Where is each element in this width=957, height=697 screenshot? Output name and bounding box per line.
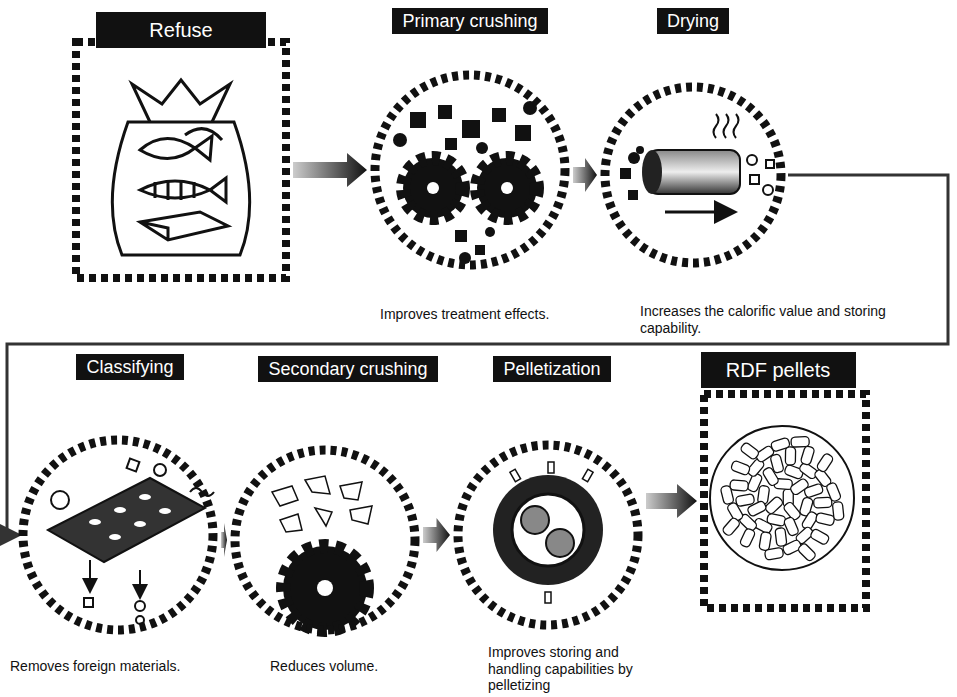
stage-circle: Secondary crushingReduces volume. [230,445,420,635]
stage-circle: ClassifyingRemoves foreign materials. [18,435,218,635]
refuse-bag [112,80,249,255]
secondary-crusher [272,476,372,630]
process-arrow [221,523,227,557]
crusher-gears [393,101,537,264]
stage-heading: Classifying [76,354,183,380]
stage-heading: Secondary crushing [258,356,437,382]
stage-heading: Pelletization [493,356,610,382]
stage-heading: Refuse [96,12,266,48]
stage-description: Improves storing and handling capabiliti… [488,644,653,694]
stage-outline [453,440,643,630]
rotary-dryer [620,114,774,212]
stage-outline [230,445,420,635]
process-arrow [293,153,367,187]
stage-frame: RDF pellets [700,390,870,612]
stage-heading: Primary crushing [392,8,547,34]
stage-circle: Primary crushingImproves treatment effec… [370,70,570,270]
stage-outline [600,82,786,268]
stage-outline [370,70,570,270]
stage-outline [700,390,870,612]
stage-description: Removes foreign materials. [10,658,230,675]
process-arrow [646,484,697,518]
stage-frame: Refuse [72,38,290,282]
stage-description: Reduces volume. [270,658,430,675]
stage-description: Increases the calorific value and storin… [640,303,940,336]
stage-heading: RDF pellets [701,352,856,388]
stage-heading: Drying [657,8,729,34]
stage-circle: DryingIncreases the calorific value and … [600,82,786,268]
process-arrow [573,158,597,192]
pellet-die [493,462,603,603]
stage-description: Improves treatment effects. [380,306,600,323]
rdf-pellets-pile [710,426,854,570]
stage-circle: PelletizationImproves storing and handli… [453,440,643,630]
process-arrow [423,518,450,552]
stage-outline [72,38,290,282]
stage-outline [18,435,218,635]
